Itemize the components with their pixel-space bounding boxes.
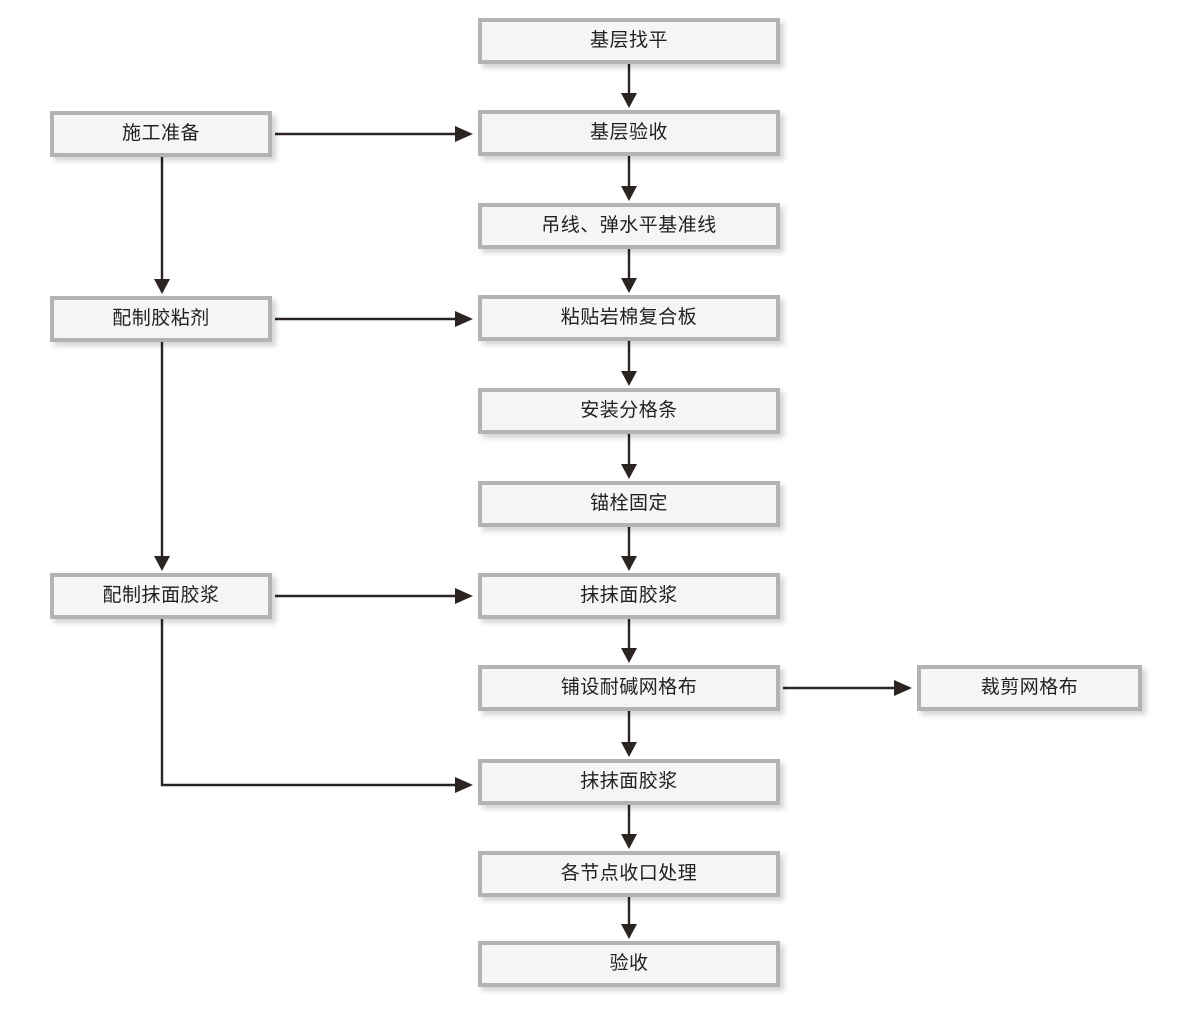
flow-node-label: 基层找平: [589, 29, 668, 51]
flow-node-plumb-and-snap-level-line[interactable]: 吊线、弹水平基准线: [478, 203, 780, 249]
edge-n2-n3: [621, 156, 637, 201]
edge-n8-R1: [783, 680, 912, 696]
flow-node-construction-preparation[interactable]: 施工准备: [50, 111, 272, 157]
edge-L2-L3: [154, 342, 170, 571]
edge-n10-n11: [621, 897, 637, 939]
flow-node-label: 配制胶粘剂: [112, 307, 210, 329]
flow-node-label: 锚栓固定: [589, 492, 668, 514]
flow-node-apply-plaster-mortar-second[interactable]: 抹抹面胶浆: [478, 759, 780, 805]
edge-L2-n4: [275, 311, 473, 327]
edge-n4-n5: [621, 341, 637, 386]
flow-node-label: 配制抹面胶浆: [102, 584, 220, 606]
edge-L3-n9-elbow: [160, 619, 473, 793]
flow-node-label: 抹抹面胶浆: [580, 584, 678, 606]
edge-L1-n2: [275, 126, 473, 142]
flow-node-install-grid-strips[interactable]: 安装分格条: [478, 388, 780, 434]
edge-L3-n7: [275, 588, 473, 604]
edge-n6-n7: [621, 527, 637, 571]
flow-node-prepare-adhesive[interactable]: 配制胶粘剂: [50, 296, 272, 342]
flow-node-label: 安装分格条: [580, 399, 678, 421]
flow-node-label: 抹抹面胶浆: [580, 770, 678, 792]
flow-node-prepare-plaster-mortar[interactable]: 配制抹面胶浆: [50, 573, 272, 619]
edge-n3-n4: [621, 249, 637, 293]
flow-node-lay-alkali-resistant-mesh[interactable]: 铺设耐碱网格布: [478, 665, 780, 711]
flow-node-label: 吊线、弹水平基准线: [541, 214, 717, 236]
flow-node-label: 基层验收: [589, 121, 668, 143]
flow-node-paste-rockwool-composite-board[interactable]: 粘贴岩棉复合板: [478, 295, 780, 341]
flow-node-apply-plaster-mortar-first[interactable]: 抹抹面胶浆: [478, 573, 780, 619]
flow-node-label: 各节点收口处理: [560, 862, 698, 884]
flow-node-base-leveling[interactable]: 基层找平: [478, 18, 780, 64]
flow-node-label: 施工准备: [121, 122, 200, 144]
flow-node-label: 验收: [609, 952, 649, 974]
edge-n1-n2: [621, 64, 637, 108]
flow-node-cut-mesh-cloth[interactable]: 裁剪网格布: [917, 665, 1142, 711]
edge-L1-L2: [154, 157, 170, 294]
flow-node-anchor-bolt-fixing[interactable]: 锚栓固定: [478, 481, 780, 527]
flow-node-final-acceptance[interactable]: 验收: [478, 941, 780, 987]
flow-node-label: 粘贴岩棉复合板: [560, 306, 698, 328]
flow-node-label: 铺设耐碱网格布: [560, 676, 698, 698]
flow-node-node-closure-treatment[interactable]: 各节点收口处理: [478, 851, 780, 897]
edge-n8-n9: [621, 711, 637, 757]
flow-node-base-acceptance[interactable]: 基层验收: [478, 110, 780, 156]
flow-node-label: 裁剪网格布: [980, 676, 1079, 698]
edge-n9-n10: [621, 805, 637, 849]
edge-n7-n8: [621, 619, 637, 663]
edge-n5-n6: [621, 434, 637, 479]
